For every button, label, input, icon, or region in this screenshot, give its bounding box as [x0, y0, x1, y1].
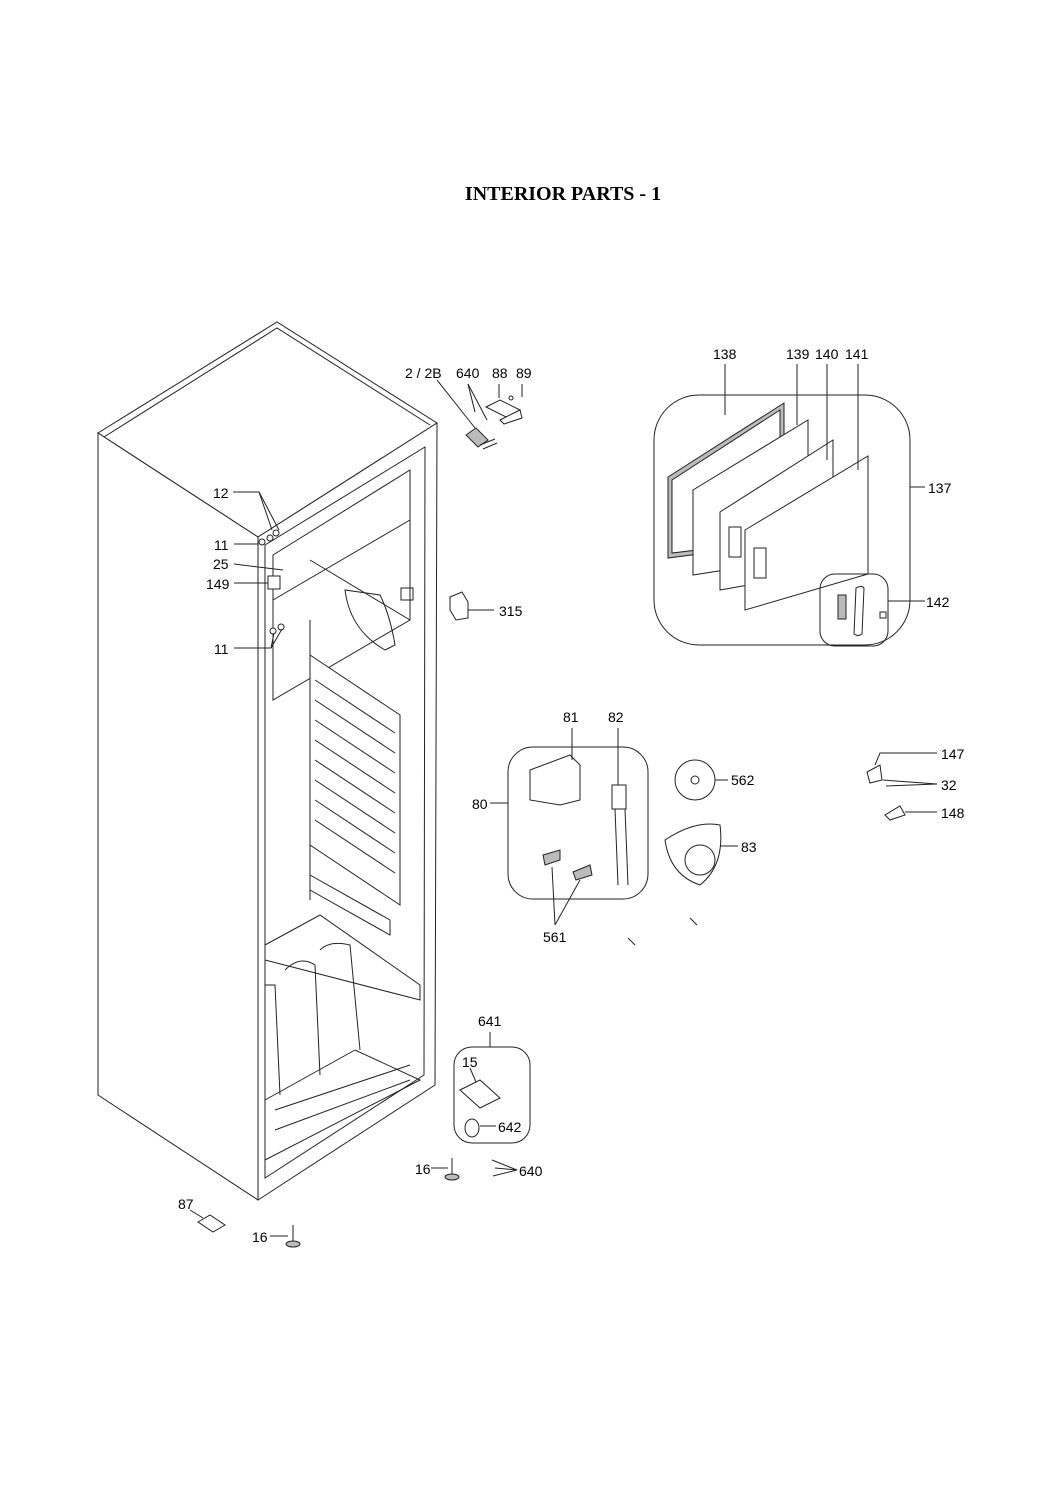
part-number-labels: 2 / 2B 640 88 89 138 139 140 141 137 142…: [178, 346, 965, 1245]
label-138: 138: [713, 346, 737, 362]
screw: [627, 937, 636, 946]
label-32: 32: [941, 777, 957, 793]
label-16-bottom: 16: [252, 1229, 268, 1245]
label-141: 141: [845, 346, 869, 362]
label-87: 87: [178, 1196, 194, 1212]
bottom-parts: [189, 1209, 301, 1248]
label-640: 640: [456, 365, 480, 381]
label-640-bottom: 640: [519, 1163, 543, 1179]
part-89-screw: [508, 395, 514, 401]
label-641: 641: [478, 1013, 502, 1029]
part-83-fan-cover: [664, 823, 738, 886]
page-title: INTERIOR PARTS - 1: [465, 183, 661, 205]
label-80: 80: [472, 796, 488, 812]
fan-assembly: [490, 728, 738, 946]
part-315-relay: [449, 591, 469, 621]
label-88: 88: [492, 365, 508, 381]
hinge-assembly: [431, 1032, 531, 1181]
label-2-2b: 2 / 2B: [405, 365, 442, 381]
label-137: 137: [928, 480, 952, 496]
label-89: 89: [516, 365, 532, 381]
evaporator-shelves: [309, 654, 401, 936]
label-148: 148: [941, 805, 965, 821]
label-25: 25: [213, 556, 229, 572]
label-315: 315: [499, 603, 523, 619]
label-11-bottom: 11: [214, 641, 229, 657]
label-642: 642: [498, 1119, 522, 1135]
label-142: 142: [926, 594, 950, 610]
leader-lines: [233, 379, 523, 649]
small-brackets: [866, 752, 938, 821]
part-562-fan-blade: [674, 759, 728, 801]
part-88-cover: [484, 399, 523, 425]
label-83: 83: [741, 839, 757, 855]
label-11-top: 11: [214, 537, 229, 553]
label-15: 15: [462, 1054, 478, 1070]
label-82: 82: [608, 709, 624, 725]
label-139: 139: [786, 346, 810, 362]
part-2-2b-thermostat: [465, 427, 498, 450]
label-147: 147: [941, 746, 965, 762]
label-140: 140: [815, 346, 839, 362]
label-16-mid: 16: [415, 1161, 431, 1177]
label-561: 561: [543, 929, 567, 945]
screw: [689, 917, 698, 926]
label-81: 81: [563, 709, 579, 725]
part-149-lamp-switch: [267, 575, 281, 590]
freezer-door-assembly: [653, 364, 925, 647]
refrigerator-cabinet: [97, 321, 438, 1201]
label-562: 562: [731, 772, 755, 788]
label-12: 12: [213, 485, 229, 501]
label-149: 149: [206, 576, 230, 592]
